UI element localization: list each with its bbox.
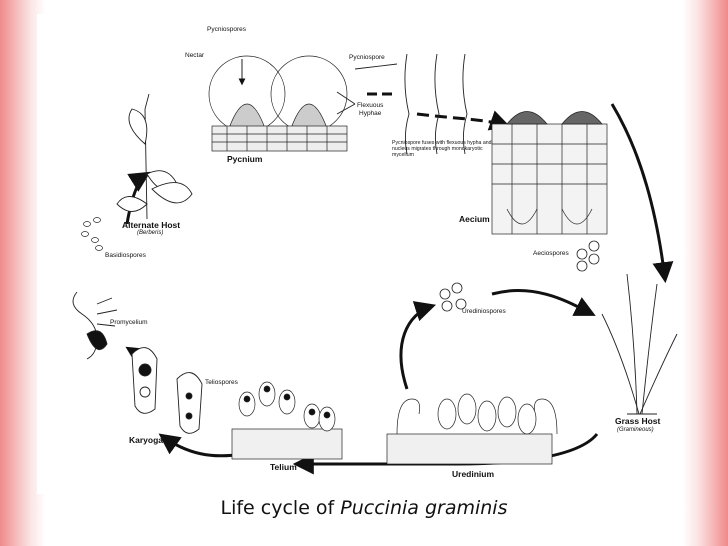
- basidiospores-illustration: [81, 217, 103, 251]
- arrow-uredinio-to-grass: [491, 289, 596, 316]
- label-basidiospores: Basidiospores: [105, 252, 146, 259]
- label-flexuous: Flexuous: [357, 102, 384, 109]
- label-pycniospore: Pycniospore: [349, 54, 385, 61]
- label-teliospores: Teliospores: [205, 379, 238, 386]
- label-urediniospores: Urediniospores: [462, 308, 506, 315]
- label-uredinium: Uredinium: [452, 469, 495, 479]
- karyogamy-illustration: [131, 347, 203, 434]
- caption-prefix: Life cycle of: [220, 497, 341, 519]
- label-fusion-note: Pycniospore fuses with flexuous hypha an…: [392, 140, 492, 158]
- label-karyogamy: Karyogamy: [129, 435, 176, 445]
- pycnium-illustration: [208, 55, 348, 152]
- uredinium-illustration: [386, 393, 558, 465]
- life-cycle-diagram: Pycniospores Nectar Pycniospore Flexuous…: [37, 14, 680, 494]
- arrow-host-to-pycnium: [125, 171, 151, 225]
- label-pycnium: Pycnium: [227, 154, 263, 164]
- diagram-caption: Life cycle of Puccinia graminis: [0, 497, 728, 519]
- label-aecium: Aecium: [459, 214, 490, 224]
- label-nectar: Nectar: [185, 52, 205, 59]
- label-aeciospores: Aeciospores: [533, 250, 569, 257]
- diagram-artwork: [72, 53, 678, 475]
- telium-illustration: [231, 381, 343, 460]
- label-pycniospores: Pycniospores: [207, 26, 247, 33]
- grass-host-illustration: [601, 273, 678, 415]
- promycelium-illustration: [72, 291, 118, 360]
- label-telium: Telium: [270, 462, 297, 472]
- arrow-uredinium-cycle-up: [399, 301, 436, 390]
- urediniospores-illustration: [439, 282, 467, 312]
- aecium-illustration: [491, 111, 608, 235]
- aeciospores-illustration: [576, 240, 600, 272]
- barberry-host-illustration: [116, 93, 193, 220]
- arrow-aecium-to-grass: [610, 103, 674, 284]
- label-alternate-host: Alternate Host: [122, 220, 181, 230]
- label-promycelium: Promycelium: [110, 319, 148, 326]
- caption-species: Puccinia graminis: [340, 497, 508, 519]
- label-grass-host-sci: (Gramineous): [617, 427, 654, 433]
- arrow-dashed-to-aecium: [416, 110, 511, 131]
- label-hyphae: Hyphae: [359, 110, 382, 117]
- label-grass-host: Grass Host: [615, 416, 661, 426]
- label-alternate-host-sci: (Berberis): [137, 230, 164, 236]
- flexuous-hyphae-illustration: [336, 53, 468, 155]
